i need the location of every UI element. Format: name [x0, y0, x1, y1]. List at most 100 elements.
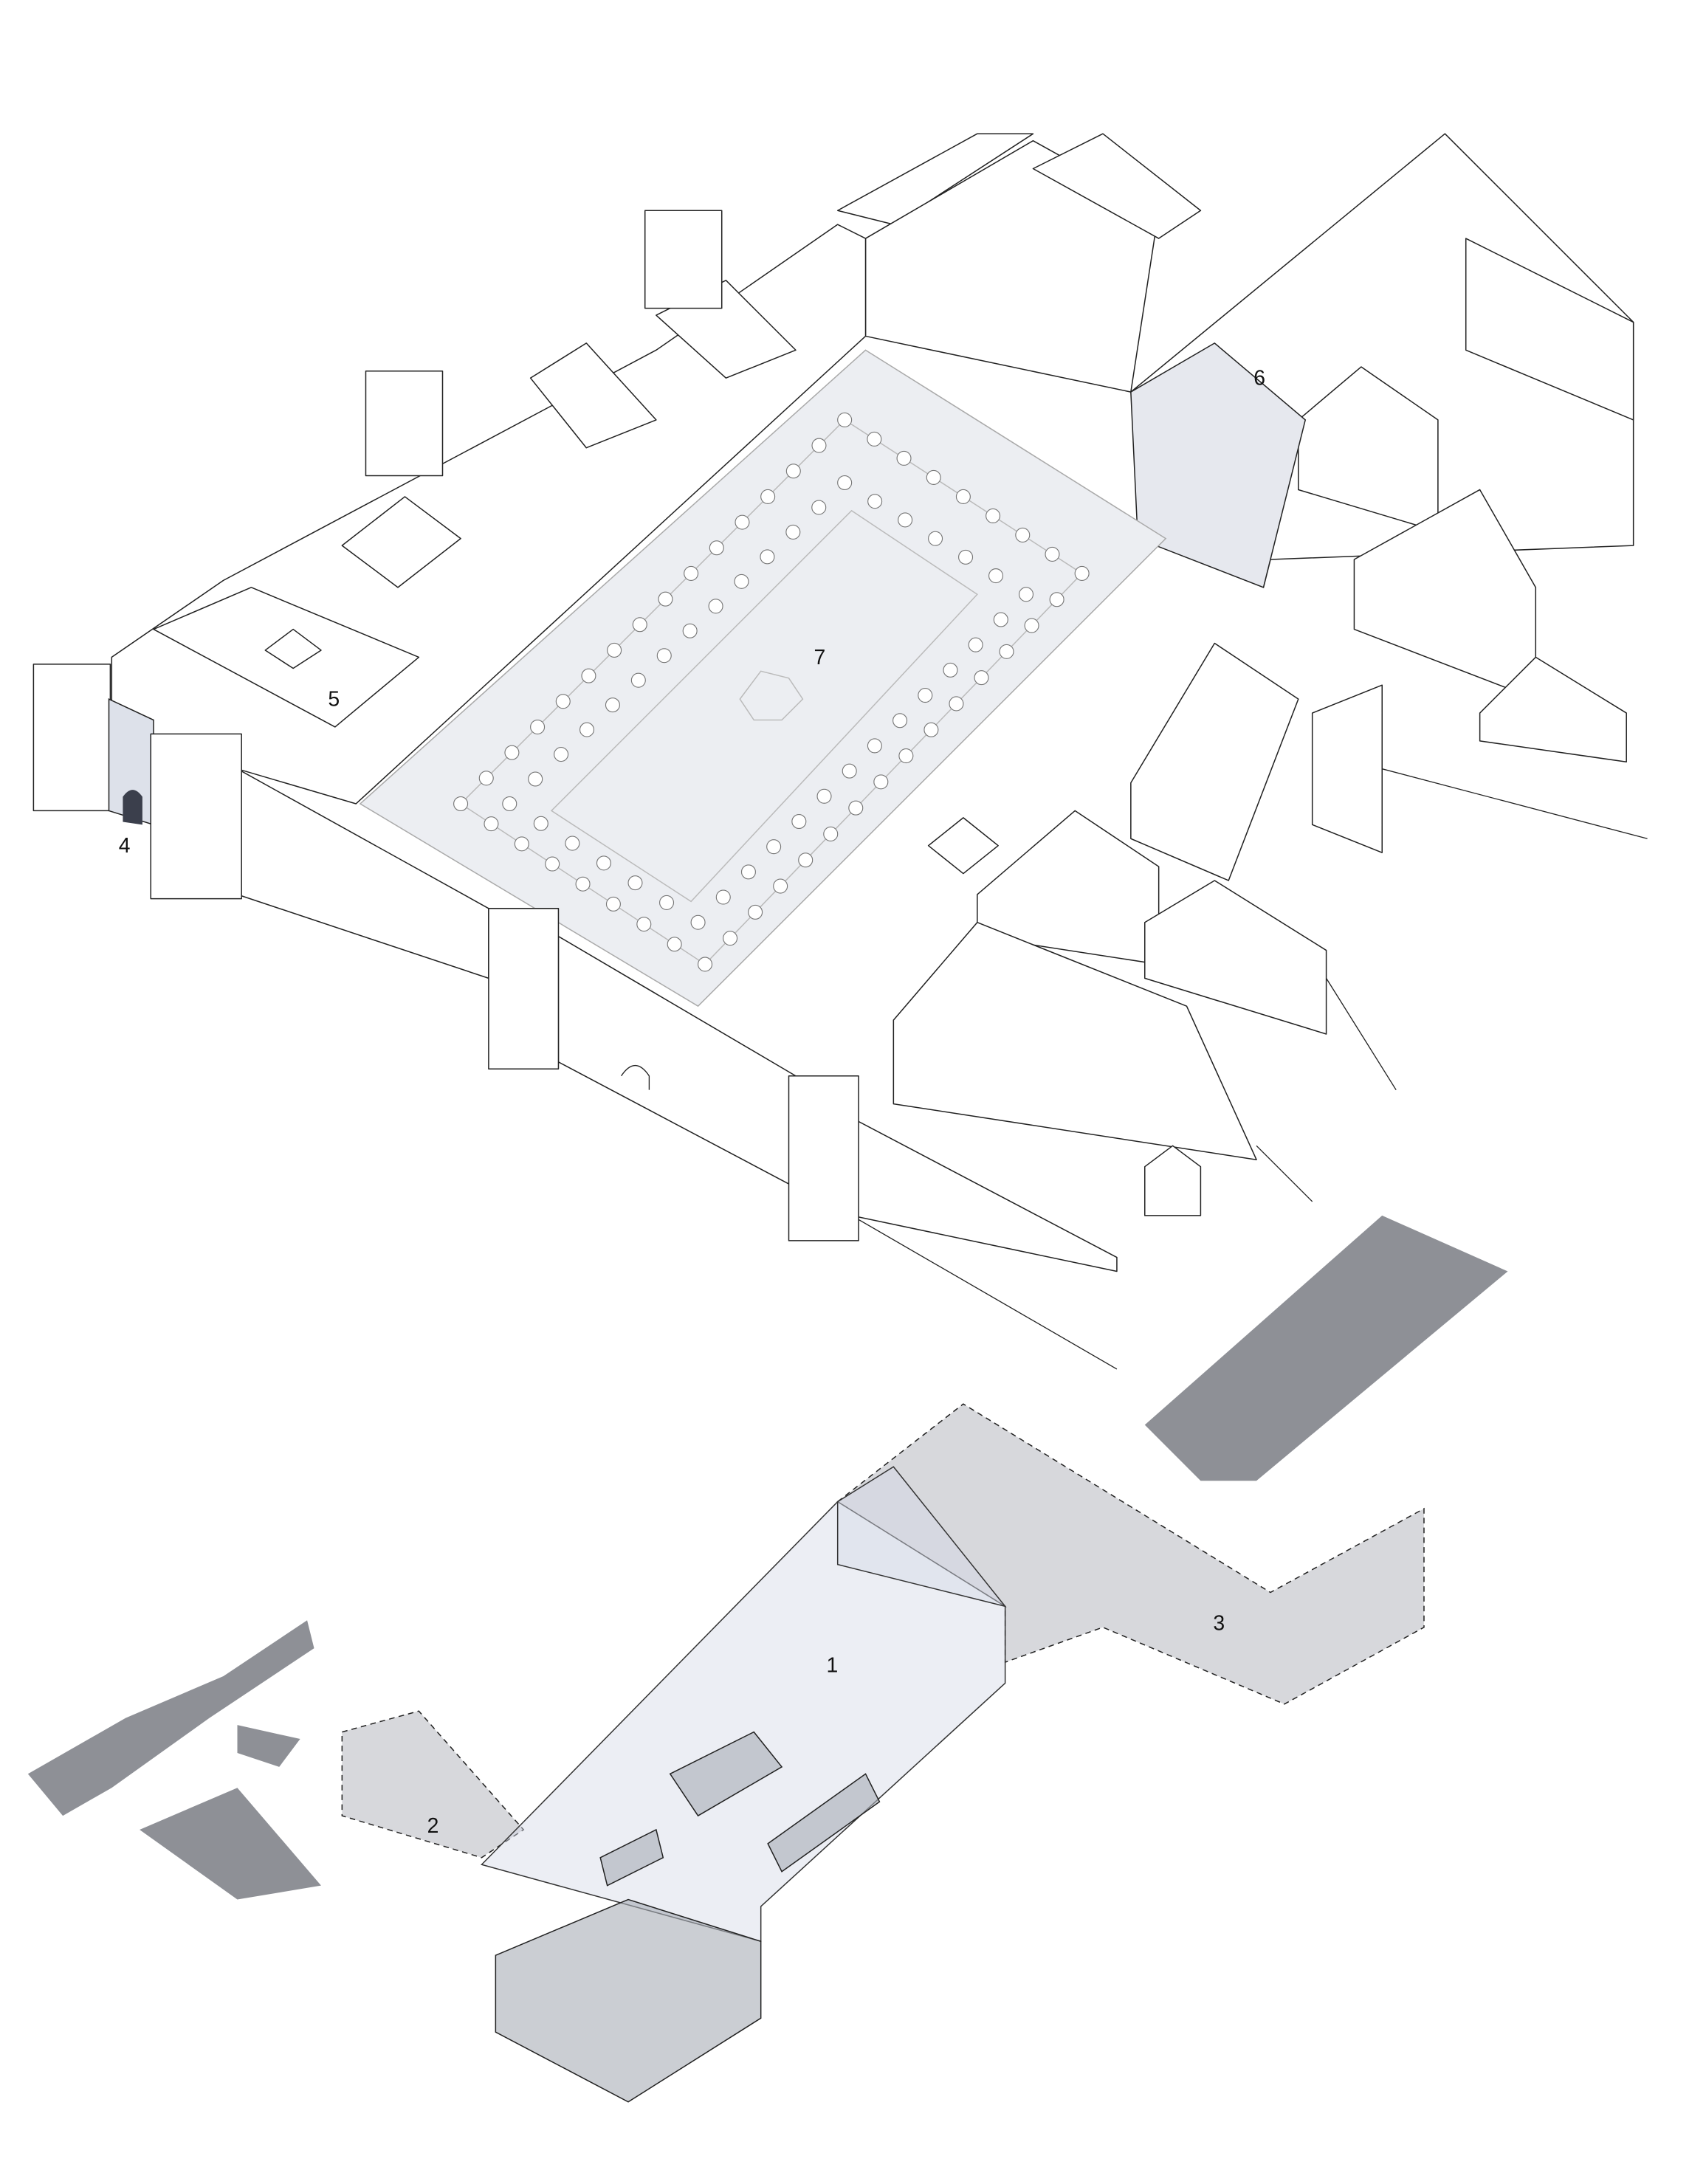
- tree: [502, 796, 517, 811]
- label-6: 6: [1253, 367, 1265, 390]
- plaza-7: [359, 349, 1167, 1007]
- plan-footprint: [27, 1620, 314, 1816]
- skylight: [264, 628, 322, 669]
- tree: [554, 747, 569, 762]
- tree: [816, 788, 832, 804]
- tree: [530, 719, 546, 734]
- tree: [632, 617, 647, 633]
- tree: [867, 738, 882, 754]
- tree: [974, 670, 989, 686]
- tree: [514, 836, 529, 852]
- tower: [788, 1075, 859, 1241]
- tree: [798, 852, 814, 868]
- tree: [999, 644, 1014, 659]
- pavilion: [927, 817, 999, 875]
- tree: [708, 599, 723, 614]
- building-block: [892, 921, 1257, 1160]
- tree: [837, 475, 853, 491]
- street-line: [1256, 1145, 1313, 1202]
- tree: [993, 612, 1008, 627]
- tree: [760, 489, 776, 504]
- label-2: 2: [427, 1814, 439, 1838]
- tree: [565, 836, 580, 851]
- tree: [579, 722, 595, 737]
- volume-1-top: [836, 1466, 1007, 1608]
- tower: [644, 210, 723, 309]
- tree: [528, 771, 543, 787]
- street-line: [1382, 768, 1648, 839]
- building-block: [1479, 656, 1627, 762]
- fountain: [739, 670, 804, 721]
- gate-4-arch: [123, 790, 142, 825]
- tree: [636, 917, 652, 932]
- tree: [484, 816, 499, 832]
- tree: [1074, 565, 1090, 581]
- tree: [575, 876, 591, 892]
- volume-1-base: [495, 1898, 762, 2103]
- tree: [988, 568, 1004, 584]
- tree: [949, 696, 964, 712]
- building-block: [1311, 684, 1383, 853]
- label-4: 4: [119, 834, 131, 858]
- tree: [848, 800, 864, 816]
- tree: [735, 514, 750, 530]
- tree: [605, 697, 620, 713]
- tree: [682, 623, 698, 638]
- tree: [715, 889, 731, 905]
- tree: [837, 412, 853, 427]
- tree: [667, 937, 682, 952]
- tree: [659, 895, 675, 910]
- tower: [365, 370, 444, 477]
- tree: [1024, 618, 1039, 633]
- tree: [918, 688, 933, 703]
- tree: [896, 450, 912, 466]
- tree: [773, 878, 788, 894]
- labels: 1 2 3 4 5 6 7: [119, 367, 1265, 1838]
- tree: [627, 875, 643, 891]
- label-7: 7: [814, 646, 826, 669]
- plan-footprint: [237, 1725, 300, 1767]
- roof: [341, 496, 461, 588]
- tower: [32, 664, 111, 812]
- underground: [27, 1215, 1508, 2103]
- building-block: [1465, 238, 1634, 421]
- tree: [723, 931, 738, 946]
- volume-2: [341, 1710, 525, 1859]
- label-5: 5: [328, 688, 340, 712]
- building-block: [1130, 642, 1299, 881]
- building-block: [1298, 366, 1439, 532]
- plan-footprint: [1144, 1215, 1508, 1481]
- wall-segment: [850, 1117, 1118, 1272]
- tree: [923, 722, 939, 737]
- tree: [453, 796, 469, 811]
- tree: [748, 904, 763, 920]
- church-building-6: [1130, 342, 1307, 588]
- label-3: 3: [1213, 1612, 1225, 1636]
- building-block: [1032, 133, 1202, 239]
- tower: [488, 908, 560, 1070]
- tree: [581, 668, 596, 683]
- tree: [1018, 587, 1034, 602]
- street-line: [1326, 978, 1397, 1091]
- tree: [958, 549, 974, 565]
- tree: [607, 642, 622, 658]
- tree: [545, 856, 560, 872]
- tree: [926, 469, 941, 485]
- tree: [698, 957, 713, 972]
- building-block: [836, 133, 1034, 225]
- tree: [867, 494, 883, 509]
- building-block: [1353, 489, 1537, 700]
- wall-base: [851, 1215, 1118, 1370]
- city-wall: [32, 210, 1118, 1370]
- tree: [811, 500, 827, 515]
- tree: [943, 662, 958, 678]
- tree: [684, 565, 699, 581]
- tree: [555, 694, 571, 709]
- tree: [1015, 527, 1031, 542]
- tree: [842, 763, 857, 779]
- tree: [478, 771, 494, 786]
- tree: [811, 438, 827, 453]
- tree: [760, 549, 775, 565]
- interior-ruin: [669, 1731, 783, 1817]
